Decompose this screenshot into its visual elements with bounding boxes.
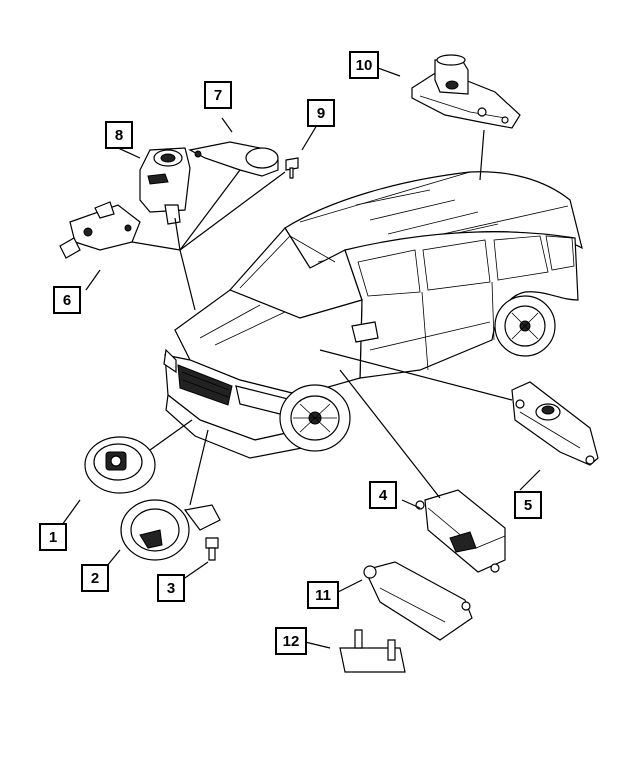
svg-text:8: 8 (115, 127, 123, 144)
part-12-bracket (339, 629, 406, 673)
svg-text:2: 2 (91, 570, 99, 587)
svg-text:6: 6 (63, 292, 71, 309)
part-5-camera-unit (511, 381, 599, 466)
callout-7: 7 (204, 81, 232, 109)
callout-2: 2 (81, 564, 109, 592)
svg-text:3: 3 (167, 580, 175, 597)
svg-text:11: 11 (315, 587, 331, 604)
svg-text:10: 10 (356, 57, 373, 74)
callout-11: 11 (307, 581, 339, 609)
part-3-bolt (205, 537, 219, 561)
part-9-screw (285, 157, 299, 179)
callout-6: 6 (53, 286, 81, 314)
part-10-camera-module (411, 54, 521, 129)
svg-text:1: 1 (49, 529, 57, 546)
part-7-mirror-bracket (188, 141, 279, 177)
part-8-sensor-module (139, 147, 191, 225)
callout-12: 12 (275, 627, 307, 655)
part-11-module-bracket (363, 561, 473, 641)
part-4-control-module (415, 489, 506, 573)
part-1-round-sensor (84, 436, 156, 494)
svg-text:5: 5 (524, 497, 532, 514)
callout-10: 10 (349, 51, 379, 79)
callout-3: 3 (157, 574, 185, 602)
callout-1: 1 (39, 523, 67, 551)
callout-5: 5 (514, 491, 542, 519)
callout-8: 8 (105, 121, 133, 149)
callout-4: 4 (369, 481, 397, 509)
svg-text:7: 7 (214, 87, 222, 104)
part-6-sensor-bracket (59, 201, 141, 259)
svg-text:4: 4 (379, 487, 388, 504)
minivan-illustration (163, 171, 583, 459)
svg-text:12: 12 (283, 633, 300, 650)
callout-9: 9 (307, 99, 335, 127)
svg-text:9: 9 (317, 105, 325, 122)
part-2-round-unit (120, 499, 221, 561)
